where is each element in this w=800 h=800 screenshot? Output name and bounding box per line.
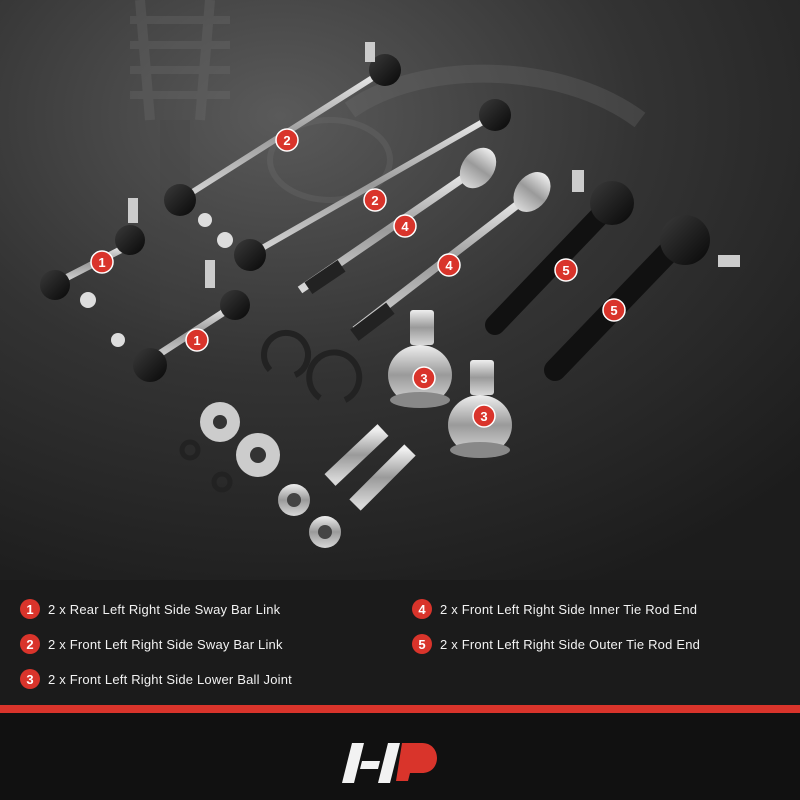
inner-tie-rod-1 bbox=[297, 147, 497, 294]
legend-label: 2 x Front Left Right Side Sway Bar Link bbox=[48, 636, 283, 652]
callout-badge-4: 4 bbox=[437, 253, 461, 277]
legend-label: 2 x Front Left Right Side Lower Ball Joi… bbox=[48, 671, 292, 687]
callout-number: 1 bbox=[98, 255, 105, 270]
product-photo: 1 1 2 2 3 3 4 4 5 5 bbox=[0, 0, 800, 580]
number-badge: 5 bbox=[412, 634, 432, 654]
callout-badge-2: 2 bbox=[363, 188, 387, 212]
callout-number: 2 bbox=[371, 193, 378, 208]
callout-badge-1: 1 bbox=[90, 250, 114, 274]
rear-sway-bar-link-1 bbox=[40, 198, 145, 308]
outer-tie-rod-1 bbox=[485, 170, 634, 335]
legend-label: 2 x Front Left Right Side Inner Tie Rod … bbox=[440, 601, 698, 617]
legend-label: 2 x Front Left Right Side Outer Tie Rod … bbox=[440, 636, 701, 652]
callout-badge-5: 5 bbox=[602, 298, 626, 322]
number-badge: 1 bbox=[20, 599, 40, 619]
callout-badge-1: 1 bbox=[185, 328, 209, 352]
footer-band bbox=[0, 705, 800, 800]
callout-number: 5 bbox=[562, 263, 569, 278]
accent-stripe bbox=[0, 705, 800, 713]
number-badge: 2 bbox=[20, 634, 40, 654]
legend-label: 2 x Rear Left Right Side Sway Bar Link bbox=[48, 601, 281, 617]
callout-badge-4: 4 bbox=[393, 214, 417, 238]
callout-number: 4 bbox=[445, 258, 453, 273]
legend-item-4: 4 2 x Front Left Right Side Inner Tie Ro… bbox=[412, 597, 697, 621]
number-badge: 3 bbox=[20, 669, 40, 689]
legend-item-2: 2 2 x Front Left Right Side Sway Bar Lin… bbox=[20, 632, 283, 656]
callout-number: 1 bbox=[193, 333, 200, 348]
callout-number: 2 bbox=[283, 133, 290, 148]
callout-number: 4 bbox=[401, 219, 409, 234]
callout-number: 3 bbox=[420, 371, 427, 386]
callout-badge-3: 3 bbox=[472, 404, 496, 428]
callout-badge-3: 3 bbox=[412, 366, 436, 390]
legend-item-3: 3 2 x Front Left Right Side Lower Ball J… bbox=[20, 667, 292, 691]
legend-item-5: 5 2 x Front Left Right Side Outer Tie Ro… bbox=[412, 632, 700, 656]
parts-legend: 1 2 x Rear Left Right Side Sway Bar Link… bbox=[0, 580, 800, 705]
callout-number: 5 bbox=[610, 303, 617, 318]
brand-logo-icon bbox=[342, 743, 437, 783]
callout-badge-5: 5 bbox=[554, 258, 578, 282]
hardware bbox=[179, 329, 416, 548]
legend-item-1: 1 2 x Rear Left Right Side Sway Bar Link bbox=[20, 597, 280, 621]
callout-number: 3 bbox=[480, 409, 487, 424]
front-sway-bar-link-2 bbox=[217, 99, 511, 271]
number-badge: 4 bbox=[412, 599, 432, 619]
callout-badge-2: 2 bbox=[275, 128, 299, 152]
